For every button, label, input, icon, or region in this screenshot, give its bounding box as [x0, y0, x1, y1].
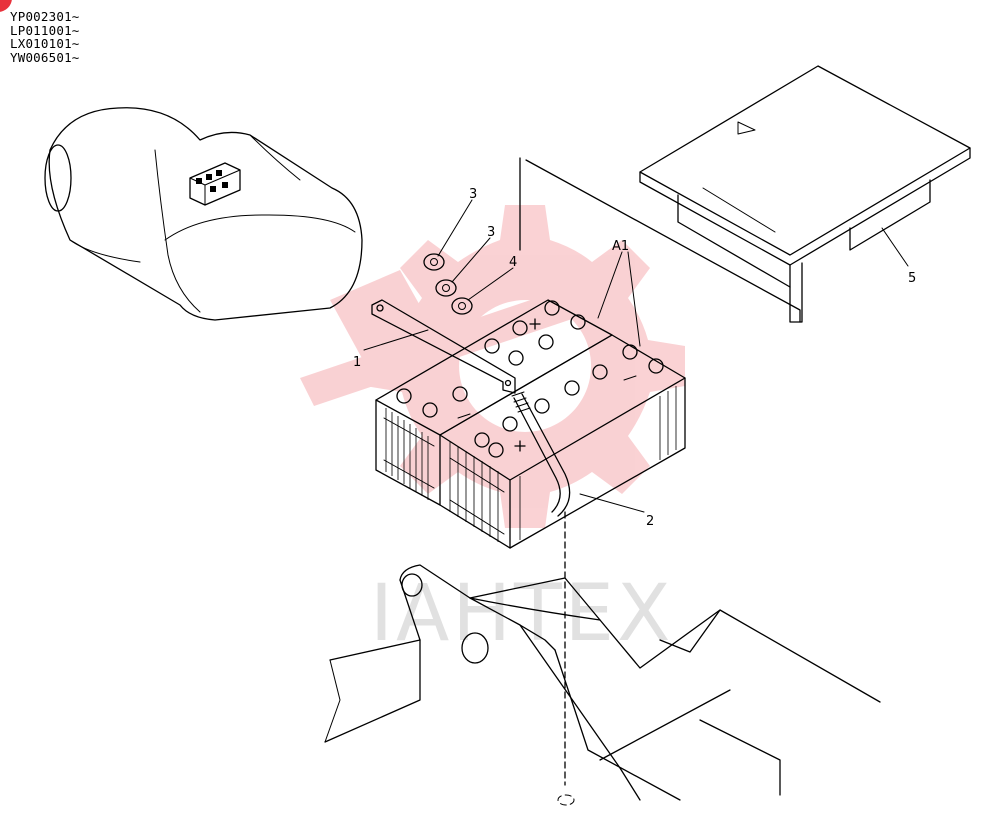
callout-part-4: 4 — [509, 255, 517, 270]
callout-part-3-upper: 3 — [469, 187, 477, 202]
hold-down-bar — [371, 299, 516, 394]
serial-number: YW006501∼ — [10, 49, 80, 65]
battery-pair — [375, 299, 686, 549]
leader-lines — [363, 199, 909, 513]
air-cleaner — [44, 107, 363, 321]
frame-line — [519, 157, 801, 323]
serial-number: YP002301∼ — [10, 9, 80, 24]
watermark-text: IAHTEX — [370, 569, 673, 659]
serial-number-list: YP002301∼ LP011001∼ LX010101∼ YW006501∼ — [10, 10, 80, 64]
callout-part-5: 5 — [908, 271, 916, 286]
red-circle-icon — [0, 0, 12, 12]
callout-battery-a1: A1 — [612, 239, 629, 254]
serial-number: LP011001∼ — [10, 22, 80, 38]
hammer-head — [330, 270, 445, 382]
gear-icon — [365, 205, 685, 528]
connector-block — [189, 162, 241, 206]
washer — [451, 297, 473, 315]
serial-number: LX010101∼ — [10, 36, 80, 51]
callout-part-3-lower: 3 — [487, 225, 495, 240]
battery-cover — [639, 65, 971, 323]
revolving-frame — [324, 564, 881, 801]
callout-part-1: 1 — [353, 355, 361, 370]
j-bolt — [511, 391, 571, 517]
nut-upper — [423, 253, 445, 271]
callout-part-2: 2 — [646, 514, 654, 529]
nut-lower — [435, 279, 457, 297]
